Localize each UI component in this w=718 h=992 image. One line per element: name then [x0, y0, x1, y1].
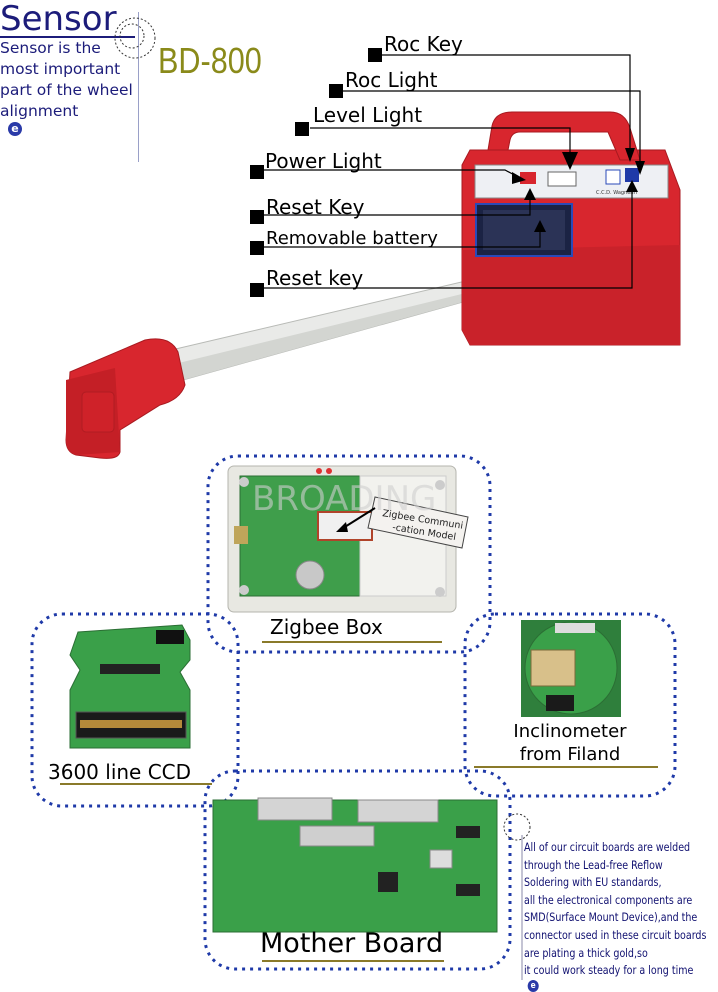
callout-arrowheads: [512, 148, 645, 232]
callout-reset-key-upper: Reset Key: [266, 195, 365, 219]
note-line: through the Lead-free Reflow: [524, 857, 663, 872]
inclinometer-line: from Filand: [519, 744, 621, 765]
callout-power-light: Power Light: [265, 149, 382, 173]
label-underline: [474, 766, 658, 768]
note-line: connector used in these circuit boards: [524, 927, 707, 942]
bullet-icon: [329, 84, 343, 98]
bullet-icon: [368, 48, 382, 62]
mother-board-illustration: [212, 797, 498, 933]
callout-reset-key-lower: Reset key: [266, 266, 364, 290]
zigbee-box-illustration: [227, 465, 469, 613]
swirl-decoration: [114, 17, 156, 59]
ccd-board-illustration: [69, 624, 191, 749]
watermark: BROADING: [252, 479, 436, 519]
title-underline: [0, 36, 135, 38]
label-zigbee-box: Zigbee Box: [270, 615, 383, 639]
note-line: all the electronical components are: [524, 892, 693, 907]
note-swirl-decoration: [503, 813, 531, 841]
note-line: All of our circuit boards are welded: [524, 840, 691, 854]
dashed-frames: [30, 454, 677, 971]
brand-logo-icon: e: [527, 979, 539, 992]
callout-roc-light: Roc Light: [345, 68, 438, 92]
panel-text: C.C.D. Wagnerm: [596, 190, 637, 196]
callout-level-light: Level Light: [313, 103, 423, 127]
label-underline: [262, 960, 444, 962]
soldering-note: All of our circuit boards are welded thr…: [524, 839, 707, 992]
label-mother-board: Mother Board: [260, 928, 444, 959]
label-inclinometer: Inclinometer from Filand: [490, 720, 650, 766]
description-line: part of the wheel: [0, 81, 133, 99]
bullet-icon: [250, 165, 264, 179]
bullet-icon: [250, 241, 264, 255]
bullet-icon: [295, 122, 309, 136]
inclinometer-illustration: [521, 620, 621, 717]
label-underline: [60, 783, 212, 785]
callout-removable-battery: Removable battery: [266, 228, 438, 249]
note-line: SMD(Surface Mount Device),and the: [524, 910, 698, 925]
note-line: Soldering with EU standards,: [524, 875, 662, 890]
header-divider: [138, 12, 139, 162]
note-line: are plating a thick gold,so: [524, 945, 648, 960]
bullet-icon: [250, 210, 264, 224]
description-line: Sensor is the: [0, 39, 101, 57]
bullet-icon: [250, 283, 264, 297]
callout-roc-key: Roc Key: [384, 32, 463, 56]
sensor-description: Sensor is the most important part of the…: [0, 38, 138, 136]
brand-logo-icon: e: [8, 122, 22, 136]
label-underline: [262, 641, 442, 643]
page-title: Sensor: [0, 0, 117, 39]
model-name: BD-800: [158, 40, 262, 81]
label-ccd: 3600 line CCD: [48, 760, 192, 784]
inclinometer-line: Inclinometer: [513, 721, 627, 742]
description-line: most important: [0, 60, 121, 78]
